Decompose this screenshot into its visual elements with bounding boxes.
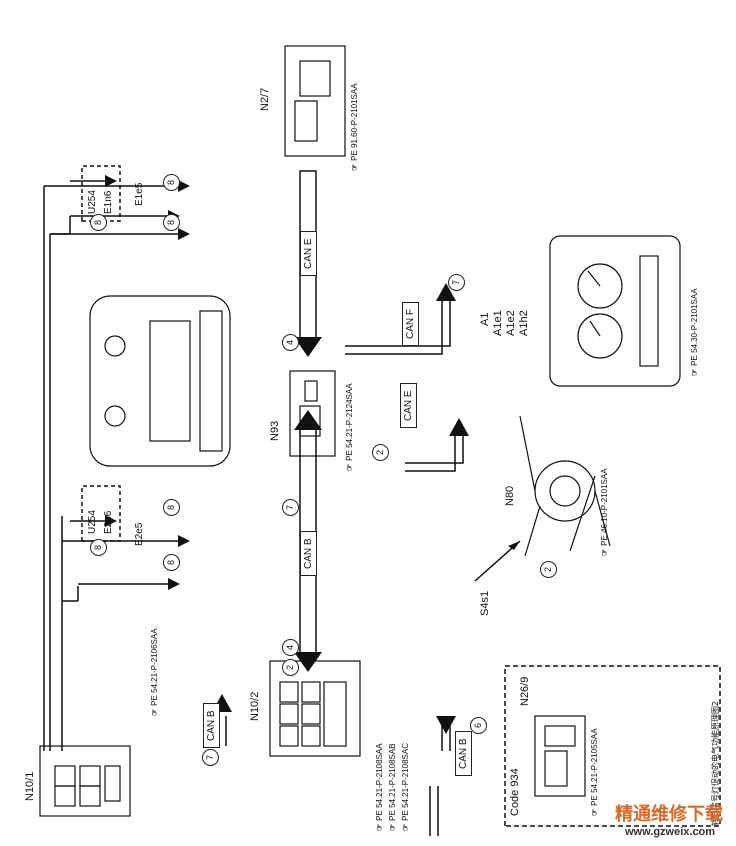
label-n26-9: N26/9 [519,676,531,706]
a1-cluster [549,235,681,387]
arrow-cane-down-head [294,337,322,357]
pe-n80-text: PE 46.10-P-2101SAA [600,468,609,546]
label-e1n6: E1n6 [103,190,114,214]
pe-n10-2-b: ☞PE 54.21-P-2108SAB [388,743,397,831]
marker-2-n93: 2 [372,444,389,461]
pe-a1-text: PE 54.30-P-2101SAA [690,288,699,366]
n2-7-module [284,45,346,157]
pe-n2-7-text: PE 91.60-P-2101SAA [350,83,359,161]
marker-4-n102: 4 [282,639,299,656]
n26-9-module [534,715,586,797]
label-n80: N80 [504,485,516,506]
arrow-canf-head [436,283,456,301]
arrow-e2n6-head [105,515,117,527]
pe-n10-2-b-text: PE 54.21-P-2108SAB [388,743,397,821]
label-e1e5: E1e5 [134,182,145,206]
arrow-s4s1-head [508,541,520,550]
canf-path-inner [345,301,443,355]
u254-left-box [81,485,121,542]
pe-n10-1: ☞PE 54.21-P-2106SAA [150,628,159,716]
marker-2-s4s1: 2 [540,561,557,578]
label-n10-2: N10/2 [249,691,261,721]
watermark-url: www.gzweix.com [625,826,716,838]
label-n93: N93 [269,420,281,441]
arrow-e2e5-head [168,578,180,590]
label-e2e5: E2e5 [134,522,145,546]
arrow-top-head [178,180,190,192]
bus-label-cane-n80: CAN E [400,383,417,428]
label-n2-7: N2/7 [259,87,271,111]
pe-n2-7: ☞PE 91.60-P-2101SAA [350,83,359,171]
pe-n10-1-text: PE 54.21-P-2106SAA [150,628,159,706]
pe-n26-9-text: PE 54.21-P-2105SAA [590,728,599,806]
marker-7-n101: 7 [202,749,219,766]
label-a1e1: A1e1 [492,310,504,336]
cane-n80-path [405,436,456,472]
label-a1e2: A1e2 [505,310,517,336]
bus-label-canb-n269: CAN B [455,731,472,776]
label-u254-right: U254 [87,190,98,214]
marker-8-c: 8 [163,499,180,516]
u254-right-box [81,165,121,222]
marker-8-b: 8 [90,539,107,556]
pe-a1: ☞PE 54.30-P-2101SAA [690,288,699,376]
arrow-n80-head [449,418,469,436]
label-a1: A1 [479,312,491,326]
marker-8-a: 8 [163,554,180,571]
pe-n10-2-c: ☞PE 54.21-P-2108SAC [401,743,410,831]
watermark-title: 精通维修下载 [615,804,723,824]
pe-n10-2-a-text: PE 54.21-P-2108SAA [375,743,384,821]
pe-n93-text: PE 54.21-P-2124SAA [345,383,354,461]
label-code-934: Code 934 [509,768,521,816]
marker-6-n269: 6 [470,717,487,734]
marker-8-f: 8 [163,214,180,231]
marker-2-n102: 2 [282,659,299,676]
bus-label-canb-n101: CAN B [203,703,220,748]
marker-4-cane: 4 [282,334,299,351]
marker-8-d: 8 [90,214,107,231]
car-front [89,295,231,467]
label-e2n6: E2n6 [103,510,114,534]
label-a1h2: A1h2 [518,310,530,336]
label-u254-left: U254 [87,510,98,534]
arrow-canb-down-head [294,652,322,672]
canf-path [345,301,451,347]
arrow-mid-head-2 [178,535,190,547]
label-n10-1: N10/1 [24,771,36,801]
bus-label-cane-main: CAN E [300,231,317,276]
n10-2-module [269,660,361,757]
code934-box [504,665,721,827]
cane-n80-path-inner [405,436,464,464]
bus-label-canf: CAN F [402,302,419,346]
pe-n93: ☞PE 54.21-P-2124SAA [345,383,354,471]
pe-n26-9: ☞PE 54.21-P-2105SAA [590,728,599,816]
pe-n80: ☞PE 46.10-P-2101SAA [600,468,609,556]
arrow-top-head-2 [178,228,190,240]
label-s4s1: S4s1 [479,590,491,616]
n80-stalk [519,415,611,557]
pe-n10-2-c-text: PE 54.21-P-2108SAC [401,743,410,821]
marker-8-e: 8 [163,174,180,191]
n93-module [289,370,336,457]
marker-7-canb: 7 [282,499,299,516]
arrow-canb-up-head [294,410,322,430]
marker-7-a1: 7 [448,274,465,291]
n10-1-module [39,745,131,817]
bus-label-canb-main: CAN B [300,531,317,576]
arrow-n269-head [436,716,456,734]
arrow-e1n6-head [105,175,117,187]
pe-n10-2-a: ☞PE 54.21-P-2108SAA [375,743,384,831]
